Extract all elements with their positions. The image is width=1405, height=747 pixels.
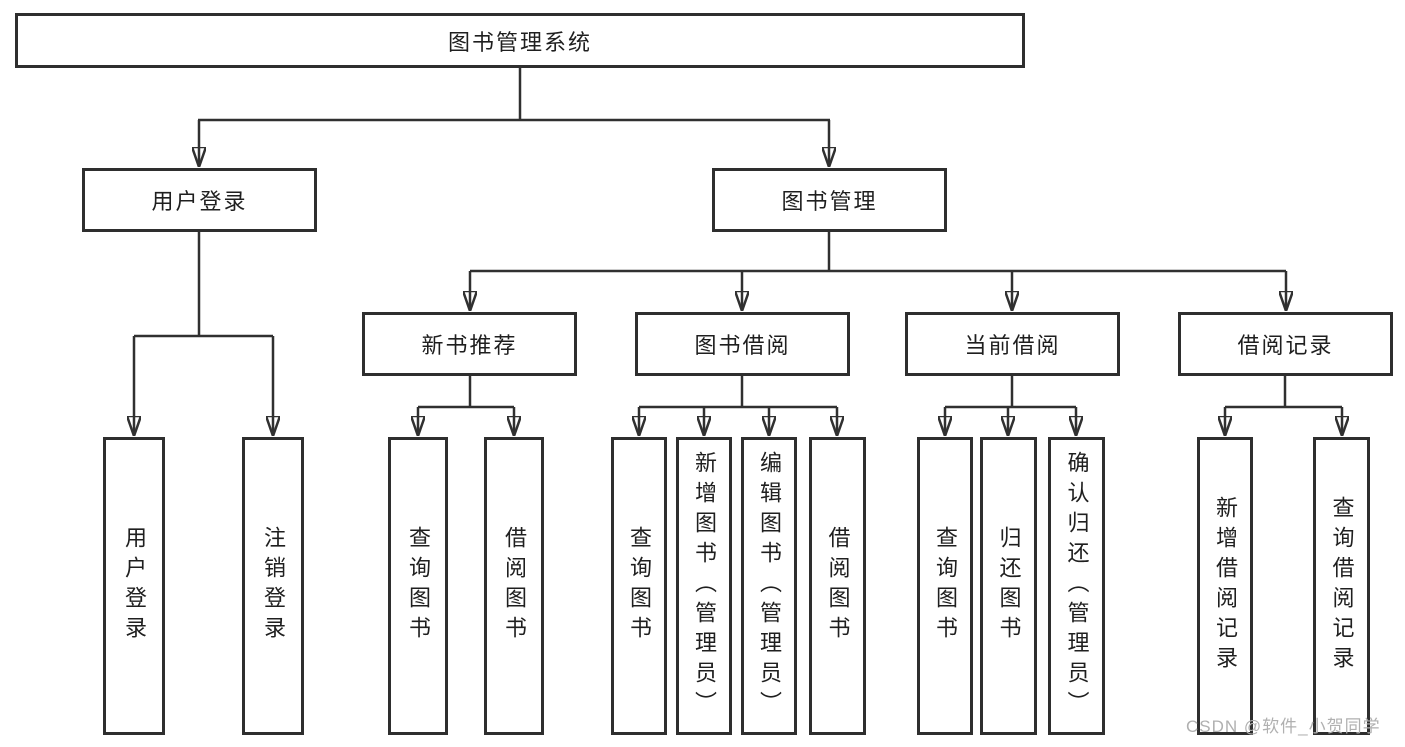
node-new-book-recommend: 新书推荐 [362,312,577,376]
node-root-system: 图书管理系统 [15,13,1025,68]
connector-root-to-level2 [198,68,830,166]
node-add-borrow-record: 新增借阅记录 [1197,437,1253,735]
node-query-borrow-record: 查询借阅记录 [1313,437,1370,735]
node-query-books-borrow: 查询图书 [611,437,667,735]
node-current-borrow: 当前借阅 [905,312,1120,376]
connector-book-management-children [470,232,1286,310]
node-query-books-current: 查询图书 [917,437,973,735]
connector-new-book-recommend-children [418,376,514,435]
node-add-books-admin: 新增图书（管理员） [676,437,732,735]
connector-borrow-records-children [1225,376,1342,435]
node-book-borrow: 图书借阅 [635,312,850,376]
node-edit-books-admin: 编辑图书（管理员） [741,437,797,735]
node-confirm-return-admin: 确认归还（管理员） [1048,437,1105,735]
node-user-login: 用户登录 [82,168,317,232]
connector-user-login-children [134,232,273,435]
connector-current-borrow-children [945,376,1076,435]
node-book-management: 图书管理 [712,168,947,232]
node-return-books: 归还图书 [980,437,1037,735]
node-logout-action: 注销登录 [242,437,304,735]
connector-book-borrow-children [639,376,837,435]
node-user-login-action: 用户登录 [103,437,165,735]
watermark: CSDN @软件_小贺同学 [1186,717,1381,736]
node-borrow-books-action: 借阅图书 [809,437,866,735]
node-borrow-records: 借阅记录 [1178,312,1393,376]
node-borrow-books-recommend: 借阅图书 [484,437,544,735]
node-query-books-recommend: 查询图书 [388,437,448,735]
